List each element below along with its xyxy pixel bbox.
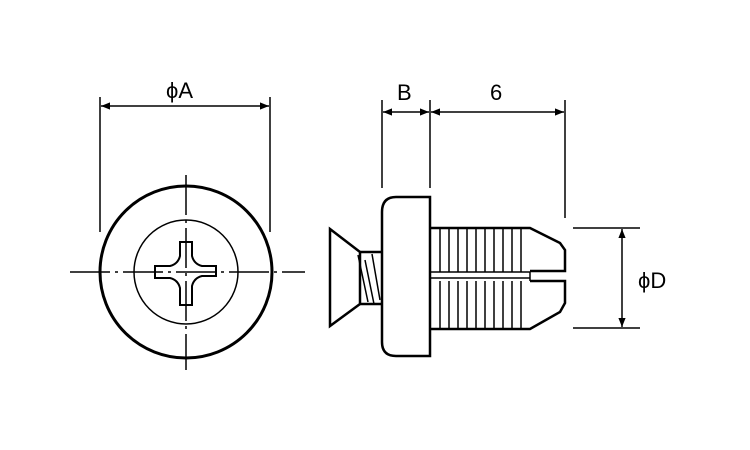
label-length: 6 <box>490 80 502 105</box>
label-diameter-a: ϕA <box>166 78 193 103</box>
screw-thread <box>357 253 381 305</box>
label-diameter-d: ϕD <box>638 268 666 293</box>
front-view <box>70 97 305 370</box>
rivet-ribs <box>439 229 522 328</box>
rivet-slot <box>430 271 531 281</box>
rivet-flange <box>380 195 432 358</box>
label-b: B <box>397 80 412 105</box>
side-dimensions <box>381 100 640 329</box>
side-view <box>328 195 567 358</box>
screw-shank <box>360 250 382 306</box>
phillips-cross-recess <box>154 241 217 306</box>
screw-countersunk-head <box>328 226 362 329</box>
rivet-body <box>430 226 567 331</box>
